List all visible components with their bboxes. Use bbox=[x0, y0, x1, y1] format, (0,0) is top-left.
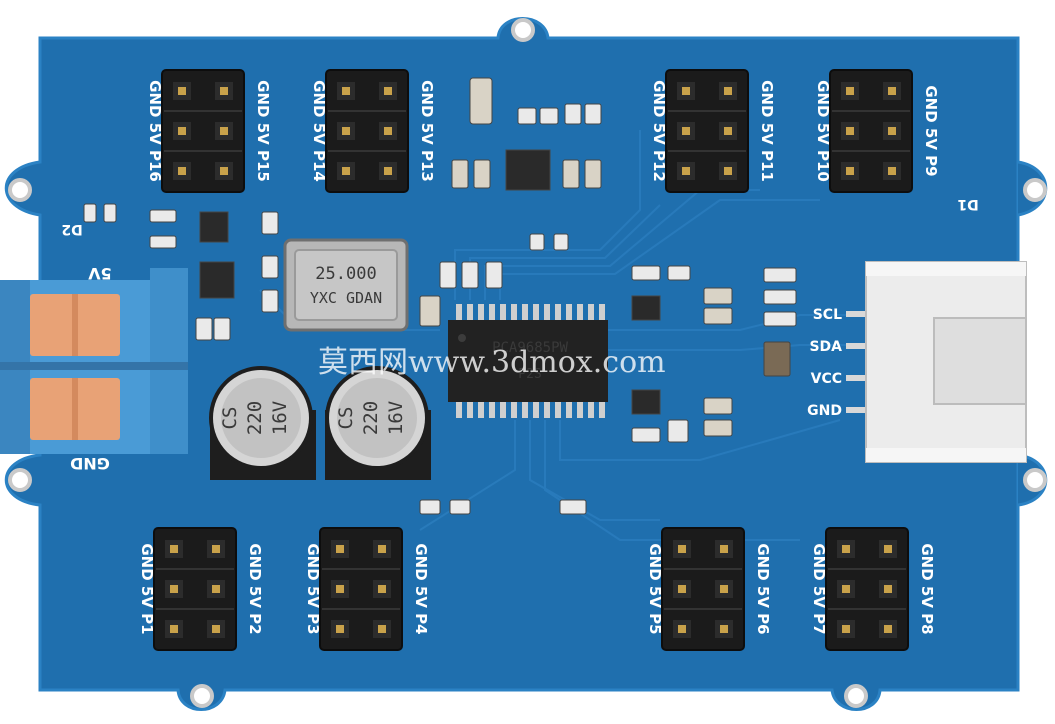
chip-pin bbox=[566, 304, 572, 322]
mount-hole bbox=[8, 468, 32, 492]
grove-pin bbox=[846, 343, 876, 349]
label-5v: 5V bbox=[88, 264, 112, 283]
chip-pin bbox=[467, 400, 473, 418]
chip-pin bbox=[588, 400, 594, 418]
chip-pin bbox=[478, 304, 484, 322]
header-label-left: GND 5V P10 bbox=[814, 80, 832, 182]
header-label-right: GND 5V P4 bbox=[412, 543, 430, 634]
grove-pin-label: SCL bbox=[813, 307, 842, 323]
mount-hole bbox=[190, 684, 214, 708]
chip-batch-text: P2S bbox=[518, 367, 541, 382]
header-label-right: GND 5V P8 bbox=[918, 543, 936, 634]
grove-pin bbox=[846, 407, 876, 413]
chip-pin bbox=[555, 400, 561, 418]
label-d1: D1 bbox=[957, 196, 978, 212]
chip-pin bbox=[467, 304, 473, 322]
chip-pin bbox=[500, 304, 506, 322]
header-label-left: GND 5V P12 bbox=[650, 80, 668, 182]
chip-pin bbox=[456, 400, 462, 418]
grove-connector bbox=[846, 261, 1027, 463]
screw-terminal-block bbox=[0, 268, 188, 454]
silkscreen-labels: 5V GND D1 D2 SCL SDA VCC GND bbox=[61, 196, 978, 473]
cap-right-line1: CS bbox=[335, 407, 357, 430]
mount-hole bbox=[8, 178, 32, 202]
crystal-oscillator: 25.000 YXC GDAN bbox=[283, 238, 409, 332]
cap-left-line2: 220 bbox=[244, 401, 266, 435]
label-gnd: GND bbox=[70, 454, 110, 473]
header-label-right: GND 5V P9 bbox=[922, 85, 940, 176]
chip-pin bbox=[522, 400, 528, 418]
chip-pin bbox=[500, 400, 506, 418]
chip-pin bbox=[489, 304, 495, 322]
chip-pin bbox=[544, 304, 550, 322]
chip-pin bbox=[533, 400, 539, 418]
cap-left-line1: CS bbox=[219, 407, 241, 430]
chip-pin bbox=[511, 304, 517, 322]
capacitor-right: CS 220 16V bbox=[325, 366, 431, 480]
mount-hole bbox=[844, 684, 868, 708]
chip-pin bbox=[577, 400, 583, 418]
label-d2: D2 bbox=[61, 221, 82, 237]
chip-pin bbox=[599, 304, 605, 322]
header-label-right: GND 5V P13 bbox=[418, 80, 436, 182]
header-label-right: GND 5V P15 bbox=[254, 80, 272, 182]
capacitor-left: CS 220 16V bbox=[209, 366, 316, 480]
pin-header-bottom-2: GND 5V P3 GND 5V P4 bbox=[304, 527, 430, 651]
header-label-left: GND 5V P14 bbox=[310, 80, 328, 182]
cap-right-line2: 220 bbox=[360, 401, 382, 435]
pin-header-top-2: GND 5V P14 GND 5V P13 bbox=[310, 69, 436, 193]
pin-header-bottom-3: GND 5V P5 GND 5V P6 bbox=[646, 527, 772, 651]
mount-hole bbox=[511, 18, 535, 42]
pca9685-chip: PCA9685PW P2S bbox=[448, 304, 608, 418]
chip-pin bbox=[489, 400, 495, 418]
mount-hole bbox=[1023, 468, 1047, 492]
header-label-left: GND 5V P7 bbox=[810, 543, 828, 634]
grove-pin bbox=[846, 375, 876, 381]
chip-pin bbox=[478, 400, 484, 418]
crystal-brand-text: YXC GDAN bbox=[310, 289, 382, 307]
watermark-text: 莫西网www.3dmox.com bbox=[318, 345, 666, 380]
pin-header-bottom-4: GND 5V P7 GND 5V P8 bbox=[810, 527, 936, 651]
chip-pin bbox=[577, 304, 583, 322]
grove-pin-label: SDA bbox=[809, 339, 842, 355]
header-label-left: GND 5V P3 bbox=[304, 543, 322, 634]
pin-header-top-3: GND 5V P12 GND 5V P11 bbox=[650, 69, 776, 193]
grove-pin bbox=[846, 311, 876, 317]
chip-pin bbox=[599, 400, 605, 418]
crystal-frequency-text: 25.000 bbox=[315, 264, 376, 284]
chip-pin bbox=[533, 304, 539, 322]
header-label-right: GND 5V P11 bbox=[758, 80, 776, 182]
header-label-right: GND 5V P2 bbox=[246, 543, 264, 634]
header-label-left: GND 5V P1 bbox=[138, 543, 156, 634]
chip-pin bbox=[456, 304, 462, 322]
chip-pin bbox=[511, 400, 517, 418]
header-label-left: GND 5V P16 bbox=[146, 80, 164, 182]
chip-pin bbox=[566, 400, 572, 418]
pin-header-top-1: GND 5V P16 GND 5V P15 bbox=[146, 69, 272, 193]
pin-header-top-4: GND 5V P10 GND 5V P9 bbox=[814, 69, 940, 193]
chip-pin bbox=[588, 304, 594, 322]
top-header-row: GND 5V P16 GND 5V P15 GND 5V P14 GND 5V P13… bbox=[146, 69, 940, 193]
mount-hole bbox=[1023, 178, 1047, 202]
grove-pin-label: GND bbox=[807, 403, 842, 419]
header-label-left: GND 5V P5 bbox=[646, 543, 664, 634]
grove-pin-label: VCC bbox=[811, 371, 842, 387]
chip-pin bbox=[522, 304, 528, 322]
pin-header-bottom-1: GND 5V P1 GND 5V P2 bbox=[138, 527, 264, 651]
chip-pin bbox=[544, 400, 550, 418]
chip-pin bbox=[555, 304, 561, 322]
chip-model-text: PCA9685PW bbox=[492, 340, 568, 356]
cap-left-line3: 16V bbox=[269, 401, 291, 435]
cap-right-line3: 16V bbox=[385, 401, 407, 435]
smd-components bbox=[83, 77, 797, 515]
header-label-right: GND 5V P6 bbox=[754, 543, 772, 634]
